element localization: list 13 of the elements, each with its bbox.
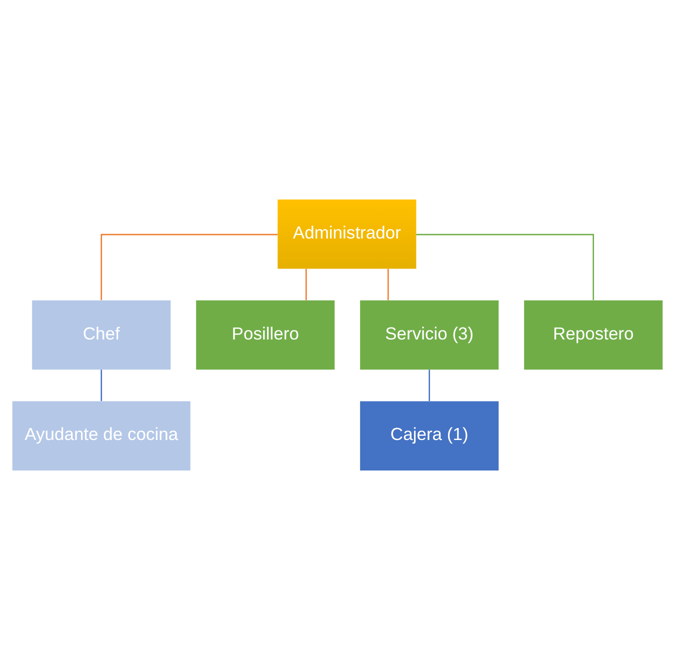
connector (387, 268, 389, 300)
node-box: Ayudante de cocina (12, 400, 190, 470)
node-box: Servicio (3) (360, 300, 499, 370)
node-box: Chef (32, 300, 171, 370)
node-box: Administrador (278, 199, 416, 268)
connector (306, 268, 307, 300)
connector (428, 369, 430, 401)
connector (100, 233, 278, 300)
node-box: Repostero (524, 300, 663, 370)
connector (416, 233, 594, 300)
node-box: Posillero (196, 300, 335, 370)
connector (100, 369, 102, 401)
node-box: Cajera (1) (360, 400, 499, 470)
